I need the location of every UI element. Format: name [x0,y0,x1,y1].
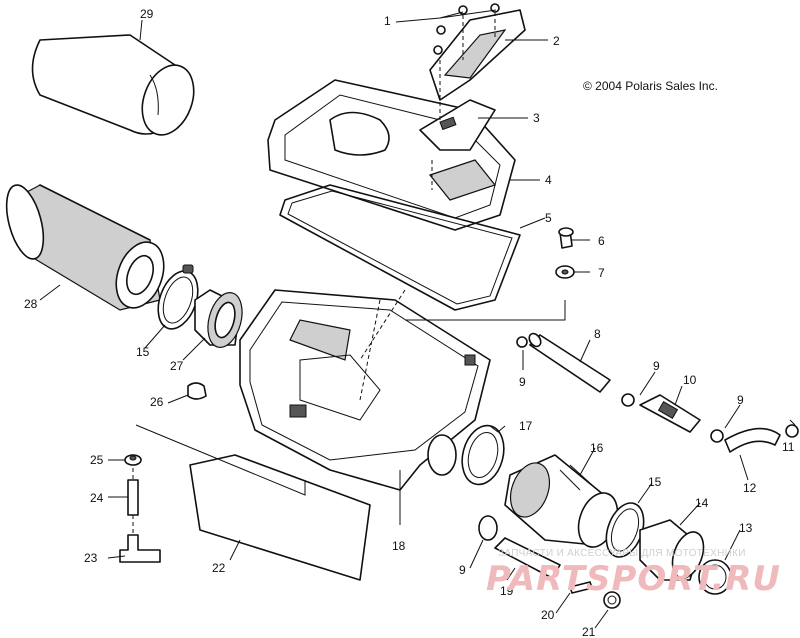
callout-20: 20 [541,608,555,622]
callout-2: 2 [553,34,560,48]
leader-lines [39,9,796,629]
part-28-foam-filter [5,184,165,311]
part-25-plug [124,454,142,466]
callout-21: 21 [582,625,596,638]
callout-10: 10 [683,373,697,387]
part-27-adapter [194,289,243,348]
callout-19: 19 [500,584,514,598]
callout-25: 25 [90,453,104,467]
callout-8: 8 [594,327,601,341]
callout-22: 22 [212,561,226,575]
callout-15-left: 15 [136,345,150,359]
watermark-logo: PARTSPORT.RU [486,559,781,599]
callout-11: 11 [782,440,795,454]
callout-6: 6 [598,234,605,248]
part-18-airbox-body [239,289,491,491]
assembly-lines [132,12,496,535]
part-23-tee [119,534,161,563]
callout-24: 24 [90,491,104,505]
part-14-boot [639,519,705,581]
callout-4: 4 [545,173,552,187]
callout-9c: 9 [737,393,744,407]
part-9-clamps [478,336,724,541]
callout-1: 1 [384,14,391,28]
callout-5: 5 [545,211,552,225]
callout-9a: 9 [519,375,526,389]
part-22-panel [189,454,371,581]
callout-16: 16 [590,441,604,455]
part-21-clip [603,591,621,609]
callout-13: 13 [739,521,753,535]
watermark-subtitle: ЗАПЧАСТИ И АКСЕССУАРЫ ДЛЯ МОТОТЕХНИКИ [498,548,746,559]
part-19-tube [494,537,561,579]
part-17-ring [461,424,505,486]
callout-3: 3 [533,111,540,125]
callout-14: 14 [695,496,709,510]
part-15-clamp [157,264,199,330]
part-6-bolt [558,227,574,249]
part-24-pipe [127,479,139,516]
part-13-clamp [698,559,732,595]
callout-labels: 1 2 3 4 5 6 7 8 9 9 9 9 10 11 12 13 14 1… [24,7,795,638]
part-5-seal [279,184,521,311]
part-26-clip [187,382,207,400]
part-7-grommet [555,265,575,279]
part-2-duct [429,9,526,101]
part-29-filter-element [31,34,195,136]
callout-27: 27 [170,359,184,373]
part-8-drain-hose [528,332,611,393]
callout-18: 18 [392,539,406,553]
part-10-check-valve [639,394,701,433]
part-15-clamp-right [605,502,645,558]
callout-23: 23 [84,551,98,565]
part-12-hose [724,427,781,453]
copyright-notice: © 2004 Polaris Sales Inc. [583,79,718,93]
part-11-cap [785,424,799,438]
callout-9d: 9 [459,563,466,577]
part-20-screw [569,581,593,594]
part-1-screws [433,3,500,55]
callout-17: 17 [519,419,533,433]
callout-7: 7 [598,266,605,280]
callout-9b: 9 [653,359,660,373]
callout-15-right: 15 [648,475,662,489]
watermark: ЗАПЧАСТИ И АКСЕССУАРЫ ДЛЯ МОТОТЕХНИКИ PA… [486,548,781,599]
callout-28: 28 [24,297,38,311]
callout-12: 12 [743,481,757,495]
callout-29: 29 [140,7,154,21]
callout-26: 26 [150,395,164,409]
part-3-plate [419,99,496,151]
